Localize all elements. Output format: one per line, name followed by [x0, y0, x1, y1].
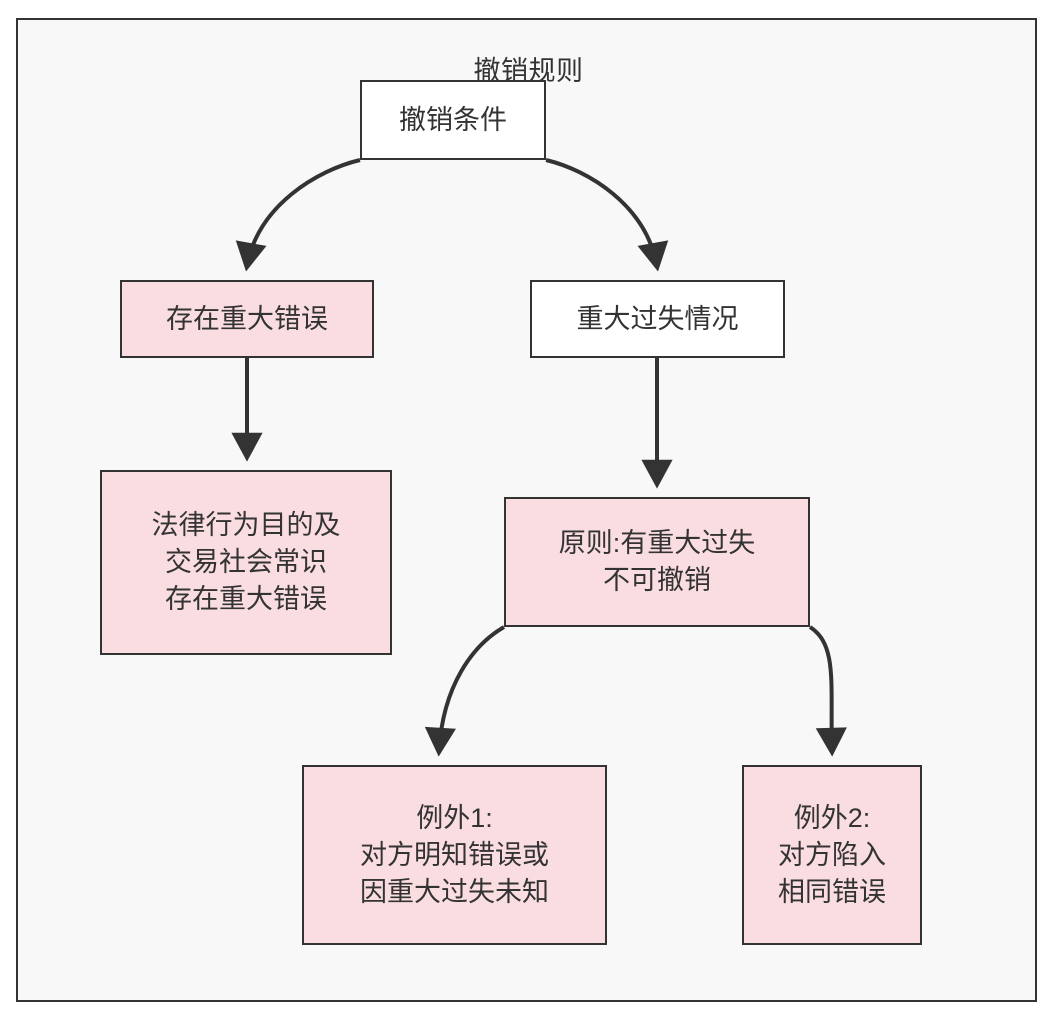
node-major-mistake-label: 存在重大错误 [166, 303, 328, 334]
edge-root-to-major-mistake [235, 158, 361, 272]
node-purpose-and-common-sense[interactable]: 法律行为目的及 交易社会常识 存在重大错误 [100, 470, 392, 655]
node-purpose-and-common-sense-label: 法律行为目的及 交易社会常识 存在重大错误 [151, 510, 341, 614]
node-gross-negligence[interactable]: 重大过失情况 [530, 280, 785, 358]
edge-root-to-gross-negligence [545, 158, 669, 272]
node-root-condition[interactable]: 撤销条件 [360, 80, 546, 160]
node-exception-2[interactable]: 例外2: 对方陷入 相同错误 [742, 765, 922, 945]
node-exception-1[interactable]: 例外1: 对方明知错误或 因重大过失未知 [302, 765, 607, 945]
node-major-mistake[interactable]: 存在重大错误 [120, 280, 374, 358]
edge-principle-to-exception-2 [808, 625, 847, 757]
node-gross-negligence-label: 重大过失情况 [576, 303, 739, 334]
node-exception-2-label: 例外2: 对方陷入 相同错误 [778, 802, 886, 907]
node-principle-no-revocation[interactable]: 原则:有重大过失 不可撤销 [504, 497, 810, 627]
node-exception-1-label: 例外1: 对方明知错误或 因重大过失未知 [360, 802, 549, 907]
node-root-condition-label: 撤销条件 [399, 104, 507, 135]
diagram-frame: 撤销规则 撤销条件 存在重大错误 [16, 18, 1037, 1002]
node-principle-no-revocation-label: 原则:有重大过失 不可撤销 [558, 528, 756, 595]
edge-principle-to-exception-1 [424, 625, 506, 757]
